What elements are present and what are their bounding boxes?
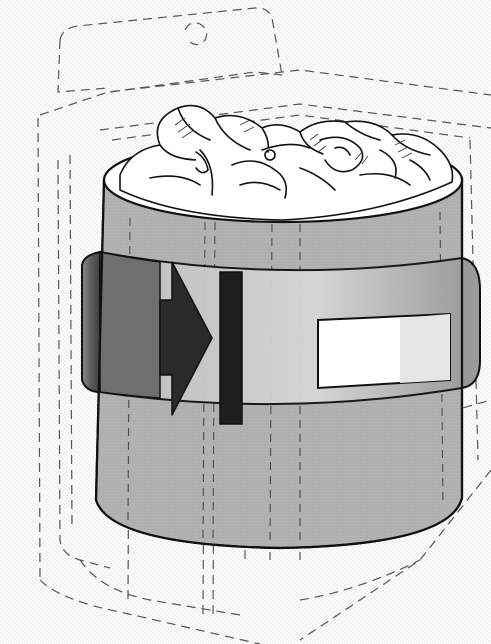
distribution-band: [82, 252, 480, 404]
